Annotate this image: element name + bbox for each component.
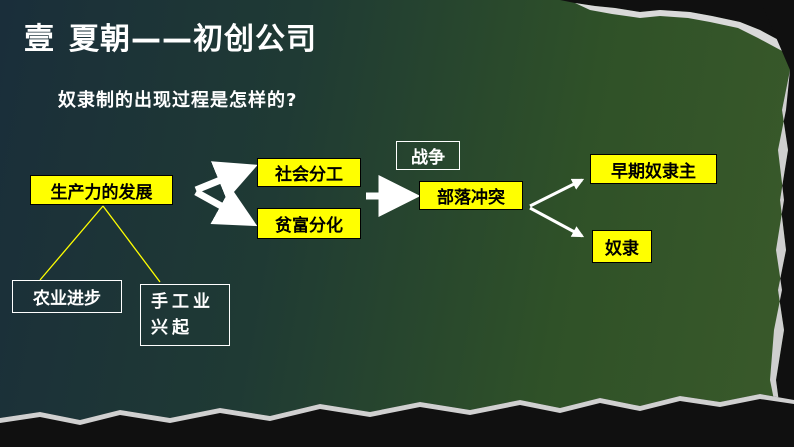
node-agriculture: 农业进步 [12, 280, 122, 313]
arrow-to-slave-owner [529, 178, 585, 208]
node-division: 社会分工 [257, 158, 361, 187]
page-title: 壹夏朝——初创公司 [24, 14, 317, 58]
node-slave-owner: 早期奴隶主 [590, 154, 717, 184]
node-productivity: 生产力的发展 [30, 175, 173, 205]
arrow-to-wealth-gap [194, 187, 258, 227]
arrow-to-slave [529, 206, 585, 238]
handicraft-line2: 兴起 [151, 318, 193, 338]
yellow-connector-lines [39, 205, 161, 283]
arrow-to-division [194, 161, 258, 201]
node-wealth-gap: 贫富分化 [257, 208, 361, 239]
node-tribal-conflict: 部落冲突 [419, 181, 523, 210]
chapter-title: 夏朝——初创公司 [69, 22, 317, 57]
node-handicraft: 手工业 兴起 [140, 284, 230, 346]
handicraft-line1: 手工业 [151, 292, 214, 312]
question-text: 奴隶制的出现过程是怎样的? [58, 90, 298, 111]
node-war: 战争 [396, 141, 460, 170]
node-slave: 奴隶 [592, 230, 652, 263]
chapter-number: 壹 [24, 22, 55, 57]
